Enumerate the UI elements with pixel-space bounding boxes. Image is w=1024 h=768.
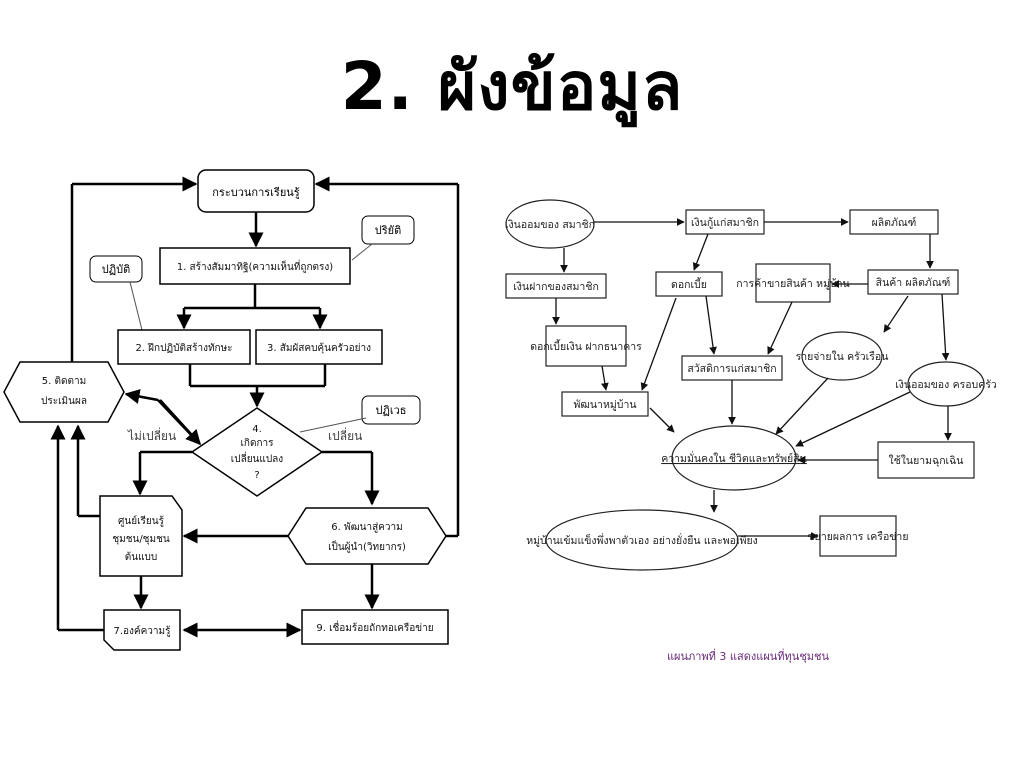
node-step4-line1: 4. [252, 424, 262, 435]
node-step5-line1: 5. ติดตาม [42, 376, 86, 387]
rnode-deposit-interest-label: ดอกเบี้ยเงิน ฝากธนาคาร [530, 339, 642, 353]
rnode-household-income-label: รายจ่ายใน ครัวเรือน [796, 350, 889, 363]
node-step7-label: 7.องค์ความรู้ [113, 625, 171, 637]
rnode-member-welfare [681, 355, 783, 381]
rnode-security [671, 425, 797, 491]
rnode-strong-village-label: หมู่บ้านเข้มแข็งพึ่งพาตัวเอง อย่างยั่งยื… [526, 533, 758, 547]
rnode-emergency [877, 441, 975, 479]
rnode-family-savings-label: เงินออมของ ครอบครัว [895, 379, 997, 391]
callout-realization-label: ปฏิเวธ [375, 404, 406, 417]
node-step4 [190, 407, 324, 497]
node-step4-line3: เปลี่ยนแปลง [231, 451, 284, 465]
rnode-network-label: ขยายผลการ เครือข่าย [808, 530, 909, 543]
rnode-emergency-label: ใช้ในยามฉุกเฉิน [889, 454, 964, 467]
rnode-strong-village [545, 509, 739, 571]
rnode-products [849, 209, 939, 235]
rnode-deposit-interest [545, 325, 627, 367]
node-center-line3: ต้นแบบ [125, 551, 157, 563]
rnode-member-loans [685, 209, 765, 235]
rnode-products-label: ผลิตภัณฑ์ [872, 216, 917, 229]
callout-practice-left-label: ปฏิบัติ [102, 263, 131, 276]
node-step3 [255, 329, 383, 365]
callout-practice-left [89, 255, 143, 283]
edge-label-no-change: ไม่เปลี่ยน [127, 427, 176, 443]
rnode-member-loans-label: เงินกู้แก่สมาชิก [691, 217, 759, 229]
node-learning-center [99, 495, 183, 577]
rnode-member-savings [505, 199, 595, 249]
rnode-security-label: ความมั่นคงใน ชีวิตและทรัพย์สิน [661, 451, 807, 465]
rnode-village-dev-label: พัฒนาหมู่บ้าน [573, 399, 636, 411]
edge-label-change: เปลี่ยน [328, 427, 362, 443]
rnode-family-savings [907, 361, 985, 407]
rnode-member-deposit [505, 273, 607, 299]
node-step5 [3, 361, 125, 423]
node-step4-line4: ? [254, 470, 259, 481]
rnode-interest-label: ดอกเบี้ย [671, 277, 707, 291]
node-center-line2: ชุมชน/ชุมชน [112, 534, 170, 545]
node-step5-line2: ประเมินผล [41, 396, 87, 407]
node-step6-line1: 6. พัฒนาสู่ความ [331, 522, 402, 533]
rnode-interest [655, 271, 723, 297]
node-step9-label: 9. เชื่อมร้อยถักทอเครือข่าย [316, 620, 433, 634]
callout-practice-top-label: ปริยัติ [375, 224, 401, 237]
callout-realization [361, 395, 421, 425]
node-step6 [287, 507, 447, 565]
right-diagram: เงินออมของ สมาชิก เงินกู้แก่สมาชิก ผลิตภ… [498, 186, 998, 676]
rnode-member-deposit-label: เงินฝากของสมาชิก [513, 281, 599, 293]
rnode-goods-products [867, 269, 959, 295]
node-step4-line2: เกิดการ [240, 438, 274, 449]
node-step1 [159, 247, 351, 285]
node-center-line1: ศูนย์เรียนรู้ [118, 515, 165, 527]
rnode-member-savings-label: เงินออมของ สมาชิก [505, 219, 595, 231]
node-step2 [117, 329, 251, 365]
left-flowchart: กระบวนการเรียนรู้ 1. สร้างสัมมาทิฐิ(ความ… [3, 169, 460, 651]
rnode-member-welfare-label: สวัสดิการแก่สมาชิก [687, 363, 776, 375]
callout-practice-top [361, 215, 415, 245]
rnode-network [819, 515, 897, 557]
node-step7 [103, 609, 181, 651]
node-step6-line2: เป็นผู้นำ(วิทยากร) [328, 539, 406, 553]
rnode-household-income [801, 331, 883, 381]
rnode-village-trade-label: การค้าขายสินค้า หมู่บ้าน [736, 278, 849, 290]
rnode-village-trade [755, 263, 831, 303]
node-learning-process-label: กระบวนการเรียนรู้ [212, 186, 300, 199]
rnode-village-dev [561, 391, 649, 417]
node-step1-label: 1. สร้างสัมมาทิฐิ(ความเห็นที่ถูกตรง) [177, 259, 333, 273]
rnode-goods-products-label: สินค้า ผลิตภัณฑ์ [876, 276, 951, 289]
node-step9 [301, 609, 449, 645]
node-step3-label: 3. สัมผัสคบคุ้นครัวอย่าง [267, 342, 371, 354]
node-step2-label: 2. ฝึกปฏิบัติสร้างทักษะ [135, 342, 232, 354]
right-diagram-caption: แผนภาพที่ 3 แสดงแผนที่ทุนชุมชน [667, 648, 830, 663]
slide-title: 2. ผังข้อมูล [340, 48, 684, 125]
